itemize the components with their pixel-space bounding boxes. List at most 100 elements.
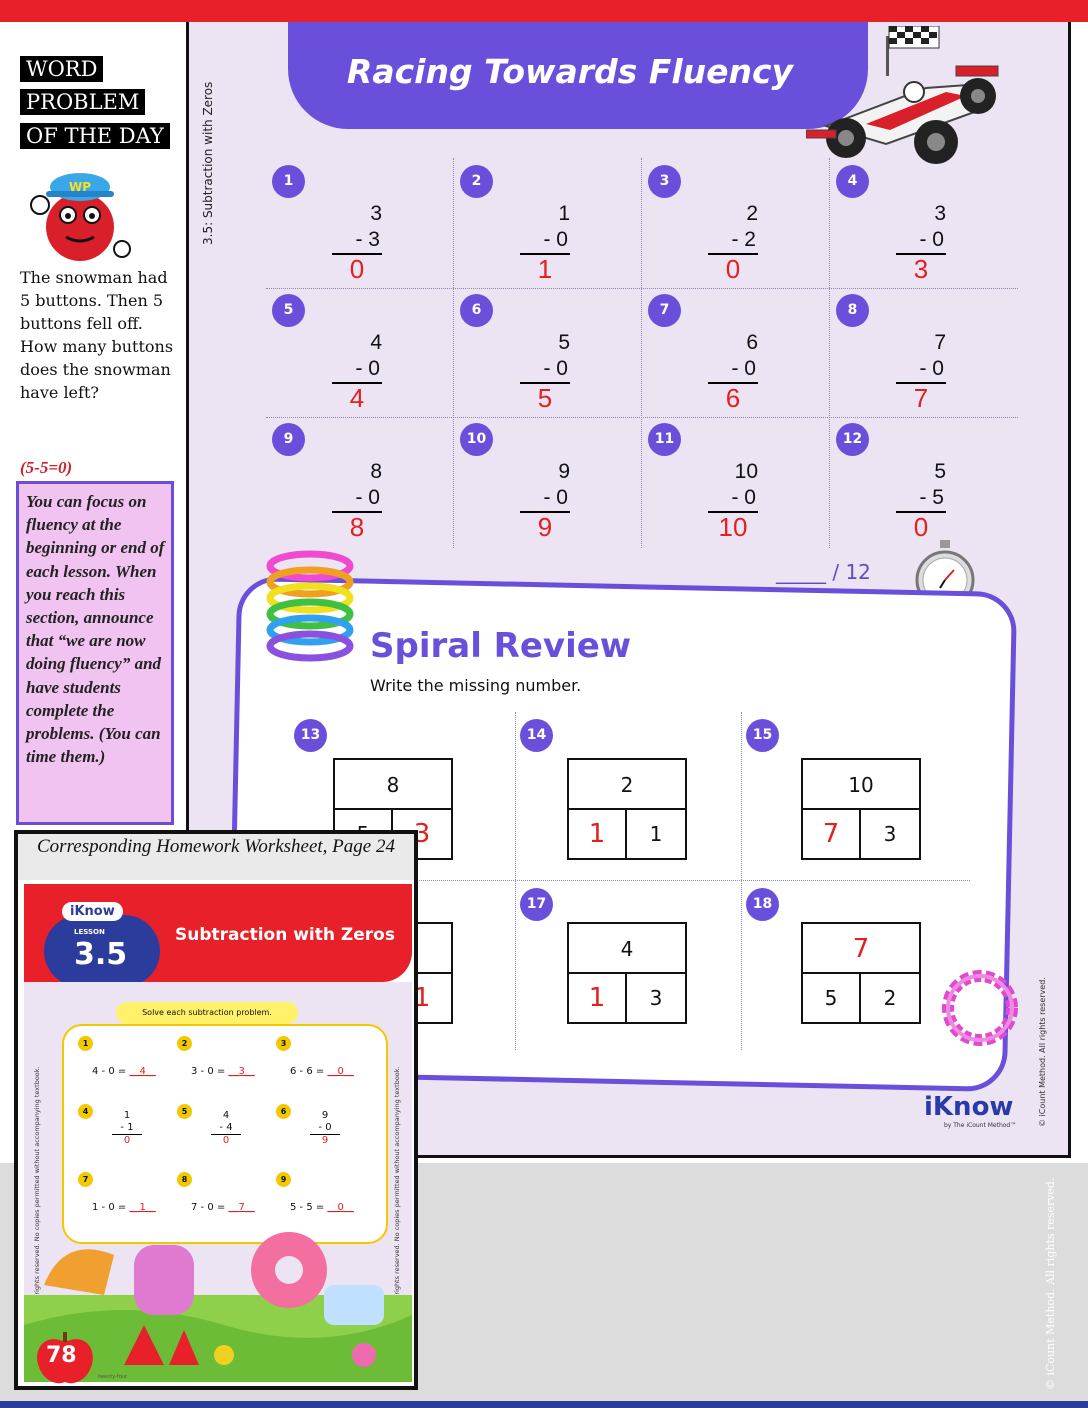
homework-equation: 6 - 6 = __0__ xyxy=(290,1066,354,1077)
homework-number-badge: 4 xyxy=(78,1104,93,1119)
spiral-review-title: Spiral Review xyxy=(370,626,632,666)
lesson-side-title: 3.5: Subtraction with Zeros xyxy=(196,70,226,250)
homework-number-badge: 3 xyxy=(276,1036,291,1051)
equation-answer: __0__ xyxy=(327,1066,354,1077)
grid-divider xyxy=(453,158,454,548)
equation-text: 1 - 0 = xyxy=(92,1202,130,1213)
homework-lesson-label: LESSON xyxy=(74,928,105,936)
bond-part-left[interactable]: 7 xyxy=(803,810,861,858)
subtrahend: - 0 xyxy=(896,227,946,255)
homework-brand: iKnow xyxy=(62,902,123,921)
homework-lesson-badge xyxy=(44,915,160,987)
bond-part-right[interactable]: 1 xyxy=(649,822,663,846)
homework-equation: 7 - 0 = __7__ xyxy=(191,1202,255,1213)
review-number-badge: 13 xyxy=(294,719,327,752)
page-number: 78 xyxy=(46,1343,77,1368)
squiggle-ring-icon xyxy=(942,970,1018,1046)
equation-answer: __7__ xyxy=(228,1202,255,1213)
problem-number-badge: 2 xyxy=(460,165,493,198)
apple-mascot-icon: WP xyxy=(30,173,131,261)
bond-whole[interactable]: 7 xyxy=(803,924,919,974)
homework-lesson-number: 3.5 xyxy=(74,937,128,972)
bond-whole[interactable]: 10 xyxy=(803,760,919,810)
equation-answer: __0__ xyxy=(327,1202,354,1213)
homework-number-badge: 6 xyxy=(276,1104,291,1119)
bond-whole[interactable]: 2 xyxy=(569,760,685,810)
minuend: 3 xyxy=(370,202,382,225)
candy-land-illustration xyxy=(24,1232,412,1382)
equation-text: 6 - 6 = xyxy=(290,1066,328,1077)
minuend: 9 xyxy=(321,1110,329,1121)
minuend: 10 xyxy=(734,460,758,483)
homework-caption: Corresponding Homework Worksheet, Page 2… xyxy=(18,834,414,880)
answer: 0 xyxy=(123,1135,131,1146)
bond-whole[interactable]: 4 xyxy=(569,924,685,974)
equation-answer: __1__ xyxy=(129,1202,156,1213)
problem-number-badge: 12 xyxy=(836,423,869,456)
minuend: 6 xyxy=(746,331,758,354)
race-car-icon xyxy=(806,26,999,164)
subtrahend: - 0 xyxy=(520,485,570,513)
review-number-badge: 18 xyxy=(746,888,779,921)
bond-part-right[interactable]: 3 xyxy=(649,986,663,1010)
title-banner xyxy=(288,22,868,129)
subtrahend: - 2 xyxy=(708,227,758,255)
equation-answer: __3__ xyxy=(228,1066,255,1077)
top-red-bar xyxy=(0,0,1088,22)
bond-part-right[interactable]: 2 xyxy=(883,986,897,1010)
homework-number-badge: 2 xyxy=(177,1036,192,1051)
spiral-review-instructions: Write the missing number. xyxy=(370,676,582,695)
bond-part-right[interactable]: 3 xyxy=(883,822,897,846)
wp-heading-word: OF THE DAY xyxy=(20,123,170,149)
subtrahend: - 0 xyxy=(332,356,382,384)
problem-number-badge: 7 xyxy=(648,294,681,327)
homework-number-badge: 5 xyxy=(177,1104,192,1119)
word-problem-text: The snowman had 5 buttons. Then 5 button… xyxy=(20,268,174,402)
review-number-badge: 17 xyxy=(520,888,553,921)
bond-part-left[interactable]: 1 xyxy=(569,810,627,858)
homework-number-badge: 7 xyxy=(78,1172,93,1187)
homework-instructions: Solve each subtraction problem. xyxy=(116,1002,298,1024)
answer: 5 xyxy=(537,383,553,413)
review-divider xyxy=(515,712,516,1050)
bond-whole[interactable]: 8 xyxy=(335,760,451,810)
teacher-tip-box: You can focus on fluency at the beginnin… xyxy=(16,481,174,825)
rainbow-spring-icon xyxy=(266,550,354,662)
problem-number-badge: 10 xyxy=(460,423,493,456)
lesson-side-title-text: 3.5: Subtraction with Zeros xyxy=(201,81,215,245)
word-problem-answer: (5-5=0) xyxy=(20,458,73,477)
wp-heading-word: PROBLEM xyxy=(20,89,146,115)
equation-text: 3 - 0 = xyxy=(191,1066,229,1077)
copyright-text: © iCount Method. All rights reserved. xyxy=(1038,977,1047,1127)
subtrahend: - 0 xyxy=(520,227,570,255)
copyright-notice: © iCount Method. All rights reserved. xyxy=(1036,977,1050,1130)
review-divider xyxy=(741,712,742,1050)
minuend: 4 xyxy=(370,331,382,354)
problem-number-badge: 8 xyxy=(836,294,869,327)
iknow-logo: iKnow xyxy=(924,1092,1014,1122)
homework-title: Subtraction with Zeros xyxy=(175,925,395,945)
bond-part-left[interactable]: 1 xyxy=(569,974,627,1022)
answer: 8 xyxy=(349,512,365,542)
bond-part-left[interactable]: 5 xyxy=(803,974,861,1022)
minuend: 7 xyxy=(934,331,946,354)
minuend: 9 xyxy=(558,460,570,483)
grid-divider xyxy=(266,288,1018,289)
minuend: 1 xyxy=(558,202,570,225)
bottom-blue-bar xyxy=(0,1401,1088,1408)
grid-divider xyxy=(266,417,1018,418)
subtrahend: - 0 xyxy=(332,485,382,513)
equation-text: 5 - 5 = xyxy=(290,1202,328,1213)
homework-equation: 4 - 0 = __4__ xyxy=(92,1066,156,1077)
mascot-cap-label: WP xyxy=(69,180,91,194)
